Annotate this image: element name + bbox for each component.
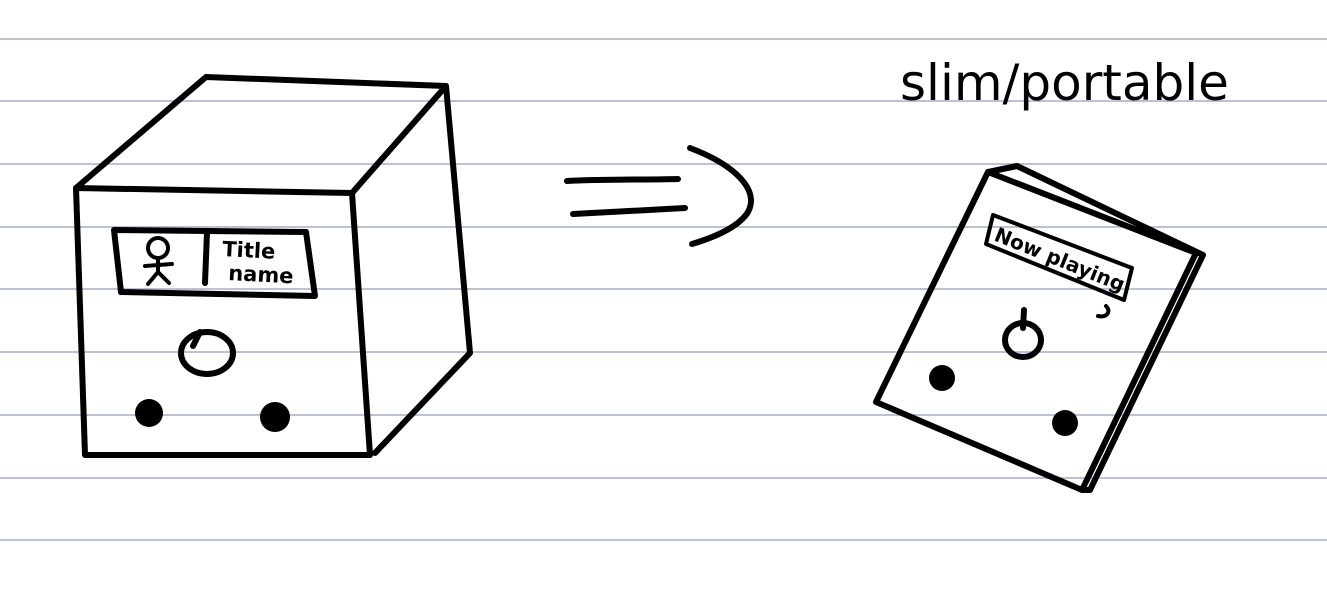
big-box-display-title: Title <box>222 237 276 264</box>
big-box-button-right <box>260 402 290 432</box>
big-box-display-divider <box>202 229 210 286</box>
slim-device-button-left <box>929 365 955 391</box>
big-box-button-left <box>135 399 163 427</box>
big-box-device: Title name <box>73 74 473 458</box>
stick-figure-icon <box>143 236 174 286</box>
power-knob-icon <box>1002 307 1044 360</box>
slim-device: Now playing <box>873 163 1206 493</box>
big-box-display: Title name <box>111 227 318 299</box>
big-box-top-face <box>73 74 449 196</box>
slim-device-button-right <box>1052 410 1078 436</box>
big-box-front-face <box>73 185 373 458</box>
heading: slim/portable <box>900 54 1229 112</box>
slim-device-display-frame <box>984 213 1134 302</box>
big-box-display-name: name <box>228 261 294 288</box>
slim-device-edge <box>985 163 1206 493</box>
big-box-display-frame <box>111 227 318 299</box>
ruled-lines <box>0 38 1327 541</box>
big-box-side-face <box>372 83 473 456</box>
power-knob-icon <box>178 329 236 377</box>
slim-device-display: Now playing <box>984 213 1134 319</box>
implies-arrow-icon <box>564 145 754 247</box>
